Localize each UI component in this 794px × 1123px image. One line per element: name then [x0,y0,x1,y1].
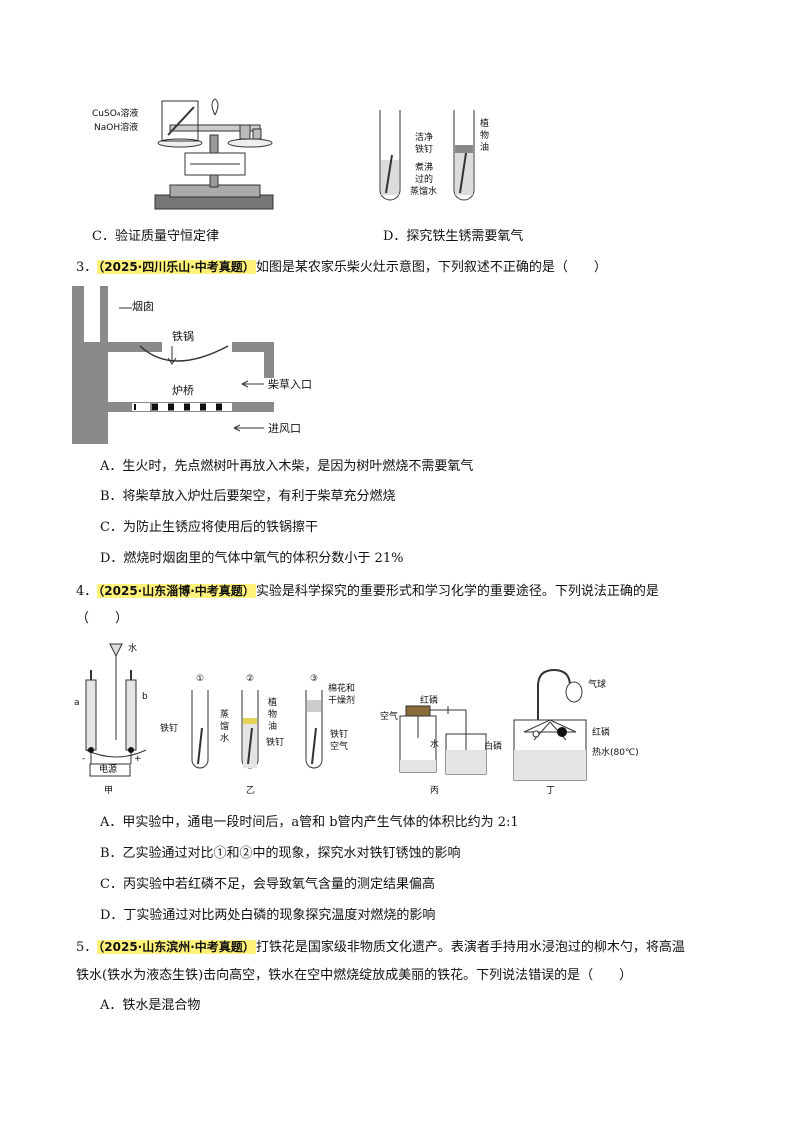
power-label: 电源 [99,765,118,775]
stove-figure: 烟囱 铁锅 炉桥 柴草入口 进风口 [72,286,352,446]
hot-water-label: 热水(80℃) [592,748,639,758]
q4-option-d: D．丁实验通过对比两处白磷的现象探究温度对燃烧的影响 [100,908,436,923]
q3-stem: 如图是某农家乐柴火灶示意图，下列叙述不正确的是（ ） [255,260,607,275]
tube-figure: 洁净 铁钉 植 物 油 煮沸 过的 蒸馏水 [370,105,510,215]
rust-tubes-drawing [191,690,323,769]
q4-stem-line-2: （ ） [76,611,129,626]
cuso4-label: CuSO₄溶液 [92,109,139,119]
q5-option-a: A．铁水是混合物 [100,998,201,1013]
fuel-inlet-label: 柴草入口 [268,378,312,391]
nail-label: 铁钉 [415,145,434,155]
desiccant-label: 干燥剂 [328,696,356,706]
q3-stem-line: 3．（2025·四川乐山·中考真题）如图是某农家乐柴火灶示意图，下列叙述不正确的… [76,258,607,277]
red-p2-label: 红磷 [592,728,611,738]
q3-source-tag: （2025·四川乐山·中考真题） [97,260,256,274]
q5-number: 5． [76,940,98,955]
q4-stem-line: 4．（2025·山东淄博·中考真题）实验是科学探究的重要形式和学习化学的重要途径… [76,582,659,601]
balance-drawing [154,98,274,210]
air3-label: 空气 [330,742,349,752]
water2-label: 水 [430,740,440,750]
q3-option-d: D．燃烧时烟囱里的气体中氧气的体积分数小于 21% [100,551,404,566]
q4-source-tag: （2025·山东淄博·中考真题） [97,584,256,598]
boiled-label-2: 过的 [415,175,434,185]
electrolysis-figure: 水 a b - + 电源 甲 [72,640,162,800]
distilled-label-1: 蒸 [220,710,230,720]
rust-tubes-figure: ① ② ③ 铁钉 蒸 馏 水 植 物 油 铁钉 棉花和 干燥剂 铁钉 空气 乙 [160,674,360,800]
q5-stem-line: 5．（2025·山东滨州·中考真题）打铁花是国家级非物质文化遗产。表演者手持用水… [76,938,685,957]
q3-option-a: A．生火时，先点燃树叶再放入木柴，是因为树叶燃烧不需要氧气 [100,459,474,474]
nail1-label: 铁钉 [160,724,179,734]
boiled-label: 煮沸 [415,163,434,173]
distilled-label-3: 水 [220,734,230,744]
q4-stem: 实验是科学探究的重要形式和学习化学的重要途径。下列说法正确的是 [255,584,659,599]
q3-number: 3． [76,260,98,275]
oil-label-3: 油 [480,143,490,153]
combustion-drawing [513,668,587,781]
option-c-top: C．验证质量守恒定律 [92,229,219,244]
tube-a-label: a [74,698,80,708]
circ3-label: ③ [310,674,319,684]
clean-label: 洁净 [415,133,434,143]
oil-label-a: 植 [268,698,278,708]
oil-label-1: 植 [480,119,490,129]
q5-stem-line-2: 铁水(铁水为液态生铁)击向高空，铁水在空中燃烧绽放成美丽的铁花。下列说法错误的是… [76,968,633,983]
oil-label-b: 物 [268,710,278,720]
bing-label: 丙 [430,786,440,796]
chimney-label: 烟囱 [132,300,154,313]
white-p-label: 白磷 [484,742,503,752]
balloon-label: 气球 [588,680,607,690]
combustion-figure: 气球 红磷 白磷 热水(80℃) 丁 [480,660,660,800]
air-inlet-label: 进风口 [268,422,301,435]
q3-option-b: B．将柴草放入炉灶后要架空，有利于柴草充分燃烧 [100,489,396,504]
oxygen-content-drawing [399,705,487,775]
red-p-label: 红磷 [420,696,439,706]
circ1-label: ① [196,674,205,684]
q4-option-b: B．乙实验通过对比①和②中的现象，探究水对铁钉锈蚀的影响 [100,846,461,861]
nail2-label: 铁钉 [266,738,285,748]
q3-option-c: C．为防止生锈应将使用后的铁锅擦干 [100,520,318,535]
bridge-label: 炉桥 [172,384,194,397]
jia-label: 甲 [104,786,114,796]
q4-number: 4． [76,584,98,599]
minus-label: - [82,754,86,764]
q5-source-tag: （2025·山东滨州·中考真题） [97,940,256,954]
tube-b-label: b [142,692,148,702]
option-d-top: D．探究铁生锈需要氧气 [383,229,524,244]
air-label: 空气 [380,712,399,722]
distilled-water-label: 蒸馏水 [410,187,438,197]
oil-label-2: 物 [480,131,490,141]
balance-figure: CuSO₄溶液 NaOH溶液 [90,95,290,215]
q5-stem: 打铁花是国家级非物质文化遗产。表演者手持用水浸泡过的柳木勺，将高温 [255,940,685,955]
cotton-label: 棉花和 [328,684,356,694]
ding-label: 丁 [546,786,556,796]
q4-option-a: A．甲实验中，通电一段时间后，a管和 b管内产生气体的体积比约为 2:1 [100,815,519,830]
q4-option-c: C．丙实验中若红磷不足，会导致氧气含量的测定结果偏高 [100,877,435,892]
nail3-label: 铁钉 [330,730,349,740]
electrolysis-drawing [85,643,147,777]
water-label: 水 [128,644,138,654]
stove-drawing [72,286,274,444]
wok-label: 铁锅 [172,330,194,343]
circ2-label: ② [246,674,255,684]
yi-label: 乙 [246,786,256,796]
oil-label-c: 油 [268,722,278,732]
distilled-label-2: 馏 [220,722,230,732]
oxygen-content-figure: 空气 红磷 水 丙 [380,696,490,800]
naoh-label: NaOH溶液 [94,123,139,133]
tubes-drawing [379,110,475,201]
plus-label: + [134,754,142,764]
